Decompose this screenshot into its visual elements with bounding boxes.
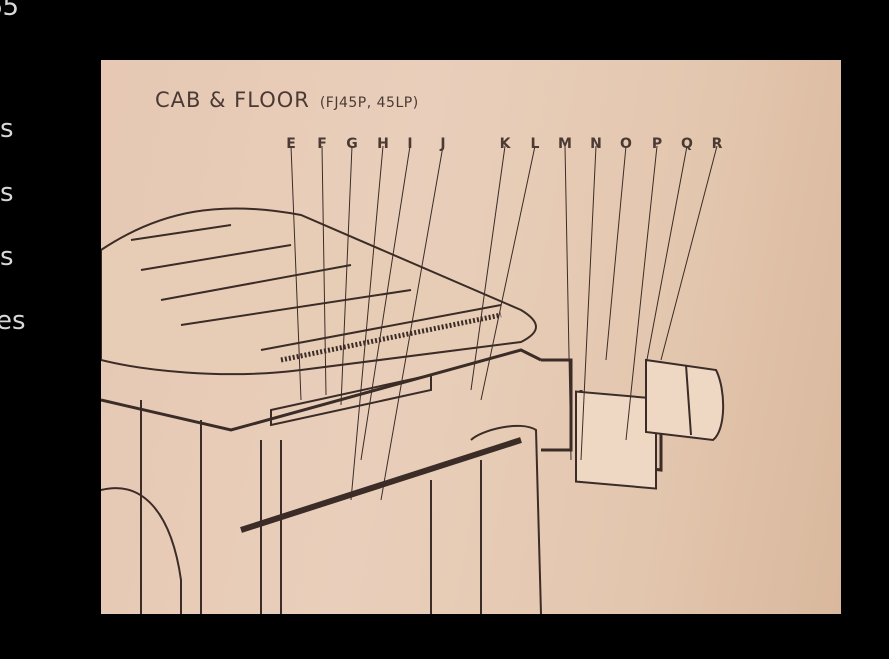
figure-subtitle: (FJ45P, 45LP)	[319, 95, 419, 111]
callout-label: P	[651, 136, 663, 152]
sidebar-fragment: es	[0, 306, 26, 336]
sidebar-fragment: s	[0, 242, 14, 272]
sidebar-fragment: s	[0, 114, 14, 144]
callout-label: Q	[681, 136, 693, 152]
sidebar-fragment: 65	[0, 0, 20, 22]
callout-label: H	[377, 136, 389, 152]
figure-title: CAB & FLOOR (FJ45P, 45LP)	[155, 88, 419, 112]
callout-label: G	[346, 136, 358, 152]
callout-label: F	[317, 136, 327, 152]
callout-label: N	[590, 136, 602, 152]
callout-label: R	[711, 136, 723, 152]
callout-label: L	[530, 136, 540, 152]
sidebar-fragment: s	[0, 178, 14, 208]
callout-label: M	[558, 136, 572, 152]
manual-page-photo: CAB & FLOOR (FJ45P, 45LP) E F G H I J K L…	[101, 60, 841, 614]
cab-diagram	[101, 145, 725, 614]
callout-label: O	[620, 136, 632, 152]
callout-label: K	[499, 136, 511, 152]
callout-label: I	[407, 136, 413, 152]
callout-label: E	[286, 136, 296, 152]
callout-label: J	[440, 136, 446, 152]
figure-title-text: CAB & FLOOR	[155, 88, 310, 112]
